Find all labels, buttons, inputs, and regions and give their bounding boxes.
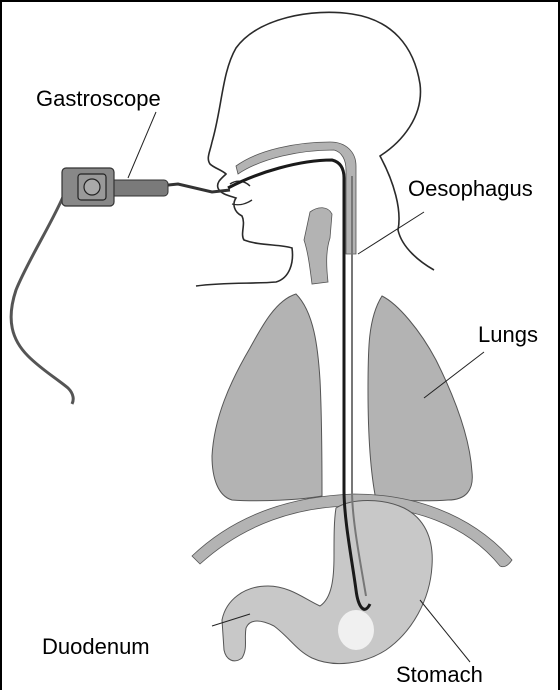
leader-oesophagus — [358, 212, 424, 254]
label-stomach: Stomach — [396, 664, 483, 686]
scope-handle — [108, 180, 168, 196]
label-duodenum: Duodenum — [42, 636, 150, 658]
trachea — [304, 208, 332, 284]
label-oesophagus: Oesophagus — [408, 178, 533, 200]
label-lungs: Lungs — [478, 324, 538, 346]
pharynx — [236, 142, 356, 254]
leader-stomach — [420, 600, 470, 662]
lung-left — [212, 294, 322, 501]
lung-right — [368, 296, 472, 501]
scope-cable — [11, 190, 73, 404]
leader-gastroscope — [128, 112, 156, 178]
label-gastroscope: Gastroscope — [36, 88, 161, 110]
scope-lens — [84, 179, 100, 195]
scope-light-glow — [338, 610, 374, 650]
